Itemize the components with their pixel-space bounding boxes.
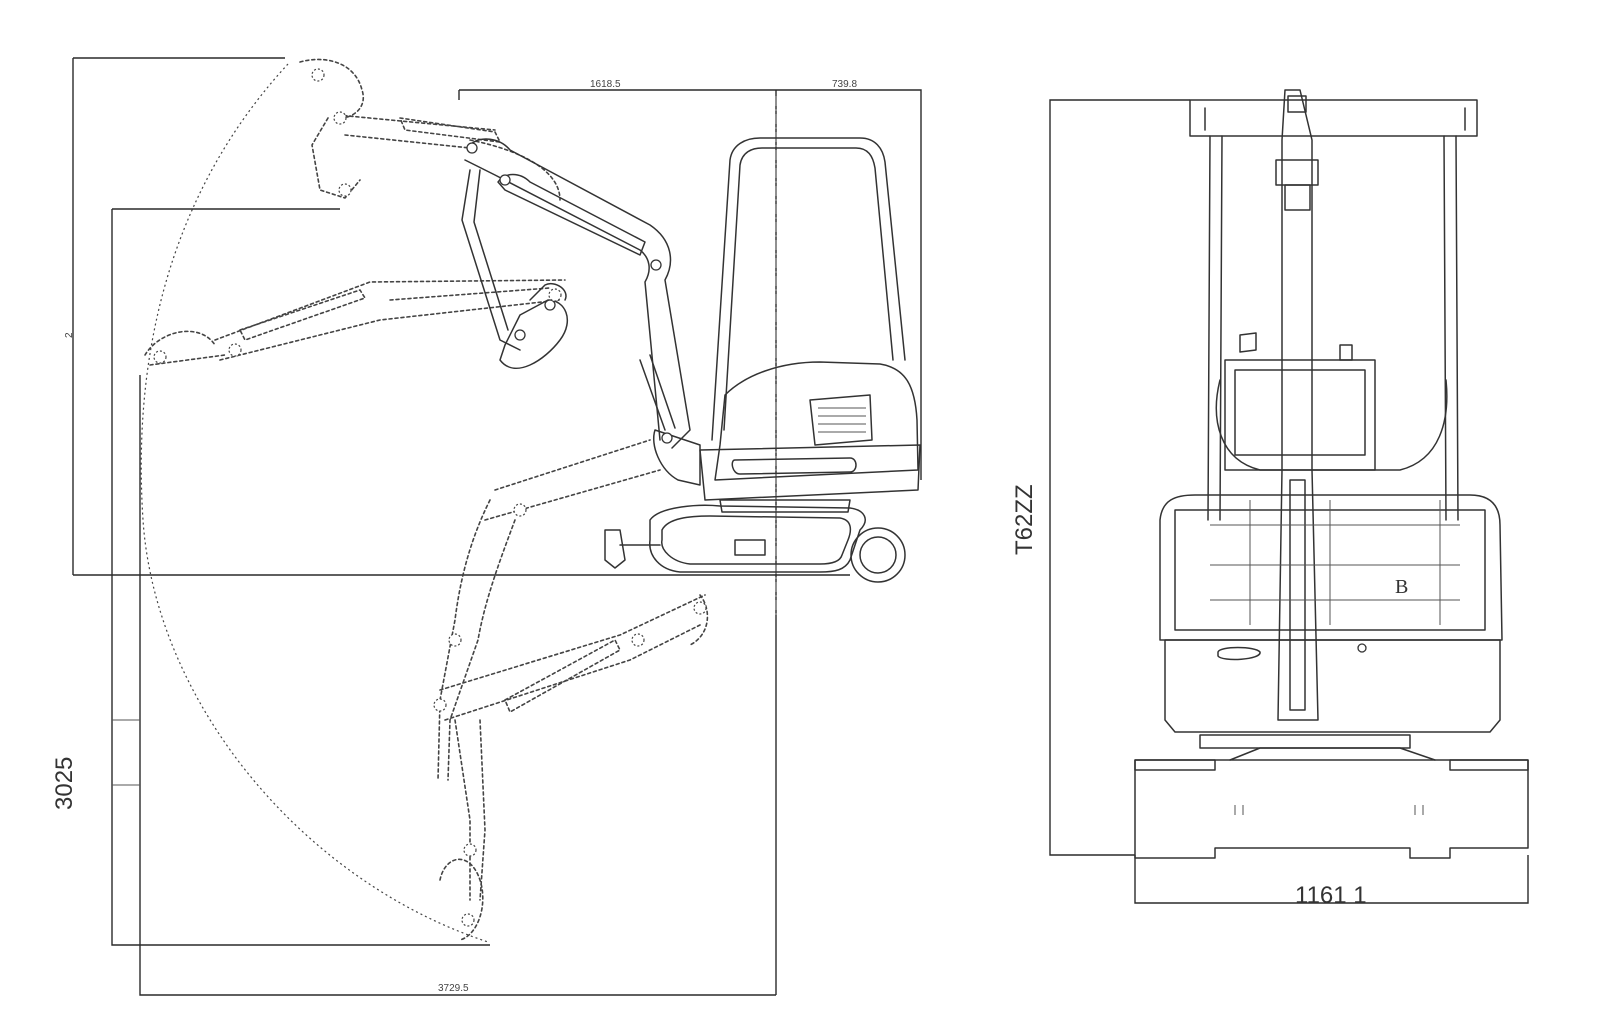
excavator-body (461, 137, 921, 583)
dim-front-height: T62ZZ (1011, 484, 1038, 555)
side-view: 1618.5 739.8 2 3025 3729.5 (51, 57, 922, 996)
dim-top-reach-upper: 1618.5 (590, 79, 621, 90)
front-view: T62ZZ 1161 1 B (1011, 89, 1529, 909)
front-body (1159, 494, 1503, 641)
front-undercarriage (1134, 759, 1529, 859)
reach-arc (140, 63, 489, 943)
pivot-pins (153, 68, 707, 927)
canopy-posts (1207, 135, 1459, 521)
dim-dig-depth: 3025 (51, 757, 78, 810)
dashed-arm-positions (144, 58, 709, 941)
front-boom (1277, 89, 1319, 721)
dim-height-left: 2 (64, 332, 75, 338)
canopy-roof (1189, 99, 1478, 137)
dimension-frames (72, 57, 922, 996)
dim-front-width: 1161 1 (1295, 882, 1367, 909)
label-b: B (1395, 576, 1408, 598)
front-width-frame (1134, 855, 1529, 904)
dim-top-reach-right: 739.8 (832, 79, 857, 90)
front-height-frame (1049, 99, 1190, 856)
dim-bottom-reach: 3729.5 (438, 983, 469, 994)
